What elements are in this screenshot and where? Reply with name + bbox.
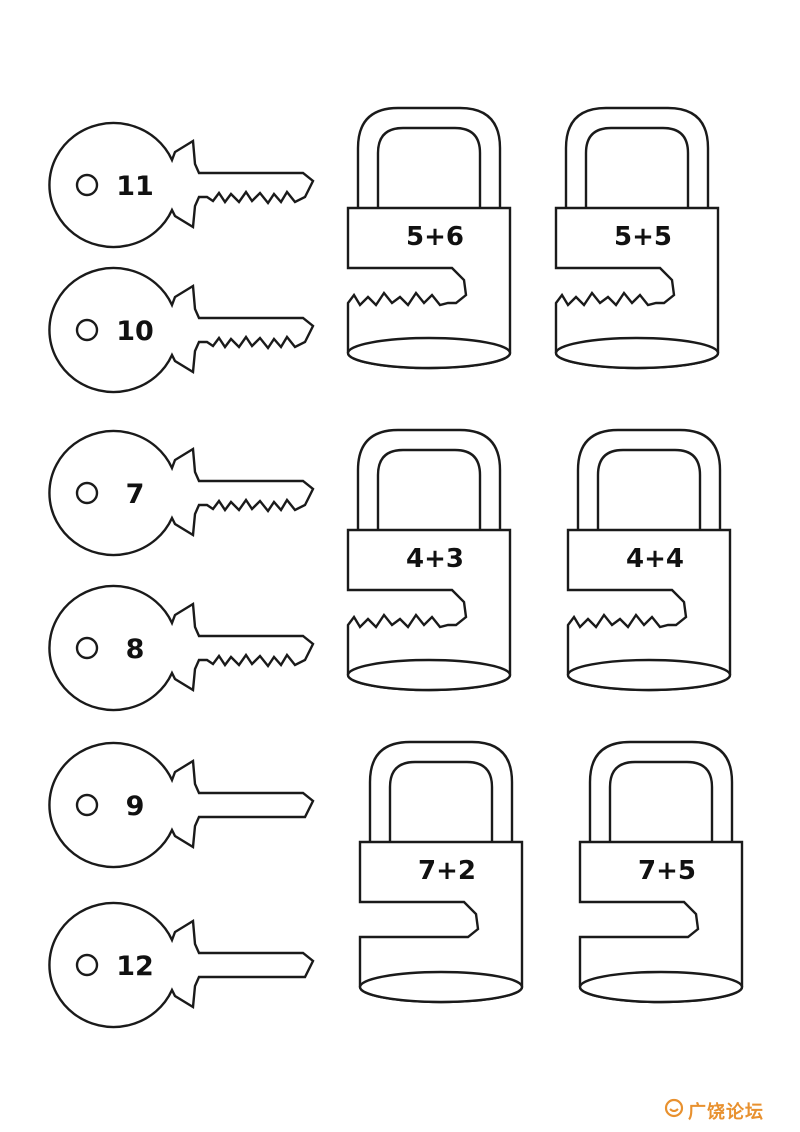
shackle-outer <box>356 106 502 210</box>
shackle-outer <box>588 740 734 844</box>
shackle-inner <box>388 760 494 844</box>
watermark: 广饶论坛 <box>662 1094 792 1124</box>
key-number-label: 11 <box>116 171 154 202</box>
key-number-label: 8 <box>126 634 145 665</box>
key-hole <box>75 636 99 660</box>
key-hole <box>75 318 99 342</box>
lock-expression: 4+4 <box>626 544 684 574</box>
key-4: 8 <box>48 584 315 712</box>
key-shape <box>48 584 315 712</box>
key-number-label: 7 <box>126 479 145 510</box>
lock-base <box>554 336 720 370</box>
watermark-text: 广饶论坛 <box>688 1102 764 1123</box>
shackle-outer <box>356 428 502 532</box>
shackle-outer <box>564 106 710 210</box>
lock-expression: 5+6 <box>406 222 464 252</box>
smiley-logo-icon <box>664 1098 684 1118</box>
lock-expression: 7+2 <box>418 856 476 886</box>
key-hole <box>75 953 99 977</box>
shackle-outer <box>576 428 722 532</box>
key-number-label: 9 <box>126 791 145 822</box>
lock-base <box>346 658 512 692</box>
key-2: 10 <box>48 266 315 394</box>
key-hole <box>75 481 99 505</box>
shackle-outer <box>368 740 514 844</box>
shackle-inner <box>596 448 702 532</box>
padlock-2: 5+5 <box>554 106 720 370</box>
key-shape <box>48 901 315 1029</box>
shackle-inner <box>376 448 482 532</box>
padlock-5: 7+2 <box>358 740 524 1004</box>
lock-expression: 7+5 <box>638 856 696 886</box>
shackle-inner <box>584 126 690 210</box>
key-5: 9 <box>48 741 315 869</box>
lock-expression: 4+3 <box>406 544 464 574</box>
lock-expression: 5+5 <box>614 222 672 252</box>
key-shape <box>48 429 315 557</box>
key-number-label: 10 <box>116 316 154 347</box>
key-shape <box>48 741 315 869</box>
key-shape <box>48 121 315 249</box>
shackle-inner <box>376 126 482 210</box>
key-1: 11 <box>48 121 315 249</box>
key-hole <box>75 793 99 817</box>
key-3: 7 <box>48 429 315 557</box>
padlock-4: 4+4 <box>566 428 732 692</box>
key-number-label: 12 <box>116 951 154 982</box>
padlock-1: 5+6 <box>346 106 512 370</box>
key-hole <box>75 173 99 197</box>
lock-base <box>578 970 744 1004</box>
key-6: 12 <box>48 901 315 1029</box>
shackle-inner <box>608 760 714 844</box>
lock-base <box>346 336 512 370</box>
padlock-6: 7+5 <box>578 740 744 1004</box>
padlock-3: 4+3 <box>346 428 512 692</box>
lock-base <box>358 970 524 1004</box>
key-shape <box>48 266 315 394</box>
lock-base <box>566 658 732 692</box>
